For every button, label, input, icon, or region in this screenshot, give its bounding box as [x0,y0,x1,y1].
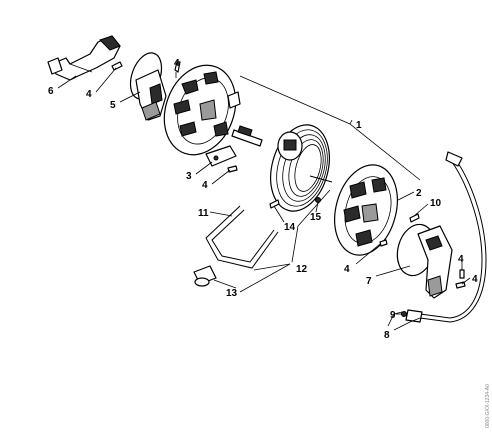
callout-5: 5 [110,100,116,111]
callout-1: 1 [356,120,362,131]
callout-2: 2 [416,188,422,199]
screw-4e [459,269,465,279]
callout-4f: 4 [472,274,478,285]
bracket-part [205,145,237,167]
crank-handle-part [47,35,121,81]
fitting-9 [401,311,407,317]
water-hose-part [405,151,487,323]
side-code: 0000-GXX-1234-A0 [485,384,491,428]
callout-13: 13 [226,288,238,299]
callout-9: 9 [390,310,396,321]
callout-3: 3 [186,171,192,182]
screw-4b [174,61,181,73]
reel-flange-part [129,52,167,121]
callout-4a: 4 [86,89,92,100]
callout-12: 12 [296,264,308,275]
callout-4c: 4 [202,180,208,191]
callout-4d: 4 [344,264,350,275]
callout-14: 14 [284,222,296,233]
callout-labels: 6 4 5 4 1 3 4 2 10 11 14 15 12 4 7 13 4 … [48,58,478,341]
callout-6: 6 [48,86,54,97]
callout-15: 15 [310,212,322,223]
screw-14 [269,199,280,209]
screw-4a [111,61,123,71]
screw-4d [379,239,388,247]
callout-11: 11 [198,208,209,219]
callout-10: 10 [430,198,442,209]
hose-coil-part [270,124,333,212]
hose-guide-part [205,205,279,269]
screw-4c [227,165,238,173]
drum-side-plate-part [334,164,398,256]
callout-7: 7 [366,276,372,287]
callout-4e: 4 [458,254,464,265]
nozzle-part [193,265,217,287]
callout-8: 8 [384,330,390,341]
axle-pin-part [231,125,263,147]
leader-lines [57,67,471,331]
swivel-hub-part [396,223,453,299]
fan-housing-part [163,64,241,156]
callout-4b: 4 [174,58,180,69]
